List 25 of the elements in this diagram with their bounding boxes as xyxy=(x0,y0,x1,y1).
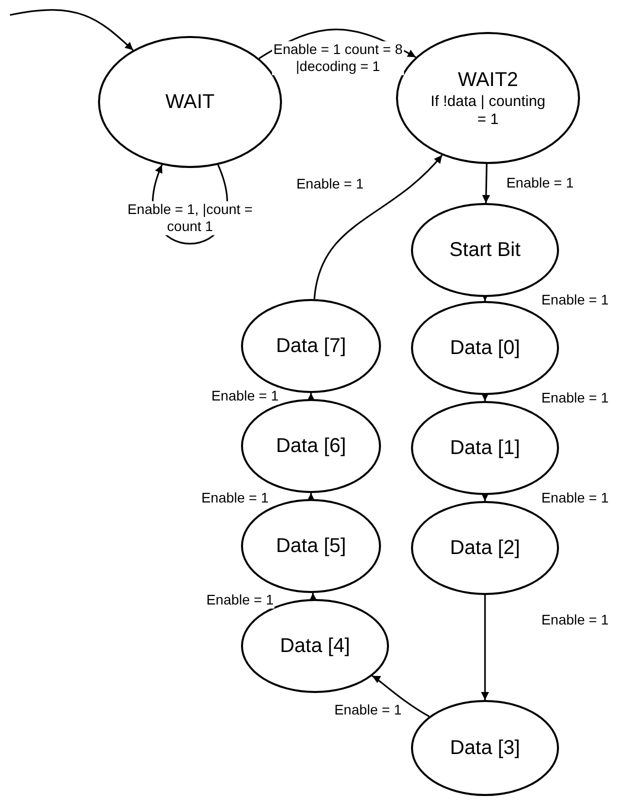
state-name: Data [1] xyxy=(448,436,522,460)
edge-label: Enable = 1 xyxy=(210,388,280,404)
transition-arrow xyxy=(307,393,315,401)
transition-arrow xyxy=(481,595,489,700)
transition-arrow xyxy=(372,675,430,718)
state-condition: If !data | counting = 1 xyxy=(430,92,546,128)
transition-arrow xyxy=(307,493,315,501)
state-name: Data [7] xyxy=(274,334,348,358)
transition-arrow xyxy=(10,9,134,51)
transition-arrow xyxy=(481,493,489,501)
edge-label: Enable = 1 xyxy=(205,592,275,608)
state-name: Data [2] xyxy=(448,536,522,560)
edge-label: Enable = 1 count = 8 |decoding = 1 xyxy=(272,41,404,75)
state-name: Data [6] xyxy=(274,434,348,458)
transition-arrow xyxy=(314,154,443,300)
state-name: Data [3] xyxy=(448,736,522,760)
state-name: WAIT2 xyxy=(456,68,520,92)
state-name: Data [5] xyxy=(274,534,348,558)
state-name: Start Bit xyxy=(448,238,522,262)
transition-arrow xyxy=(482,164,490,204)
state-name: WAIT xyxy=(164,90,216,114)
transition-arrow xyxy=(309,592,318,602)
state-name: Data [0] xyxy=(448,336,522,360)
transition-arrow xyxy=(481,393,489,401)
state-name: Data [4] xyxy=(278,634,352,658)
